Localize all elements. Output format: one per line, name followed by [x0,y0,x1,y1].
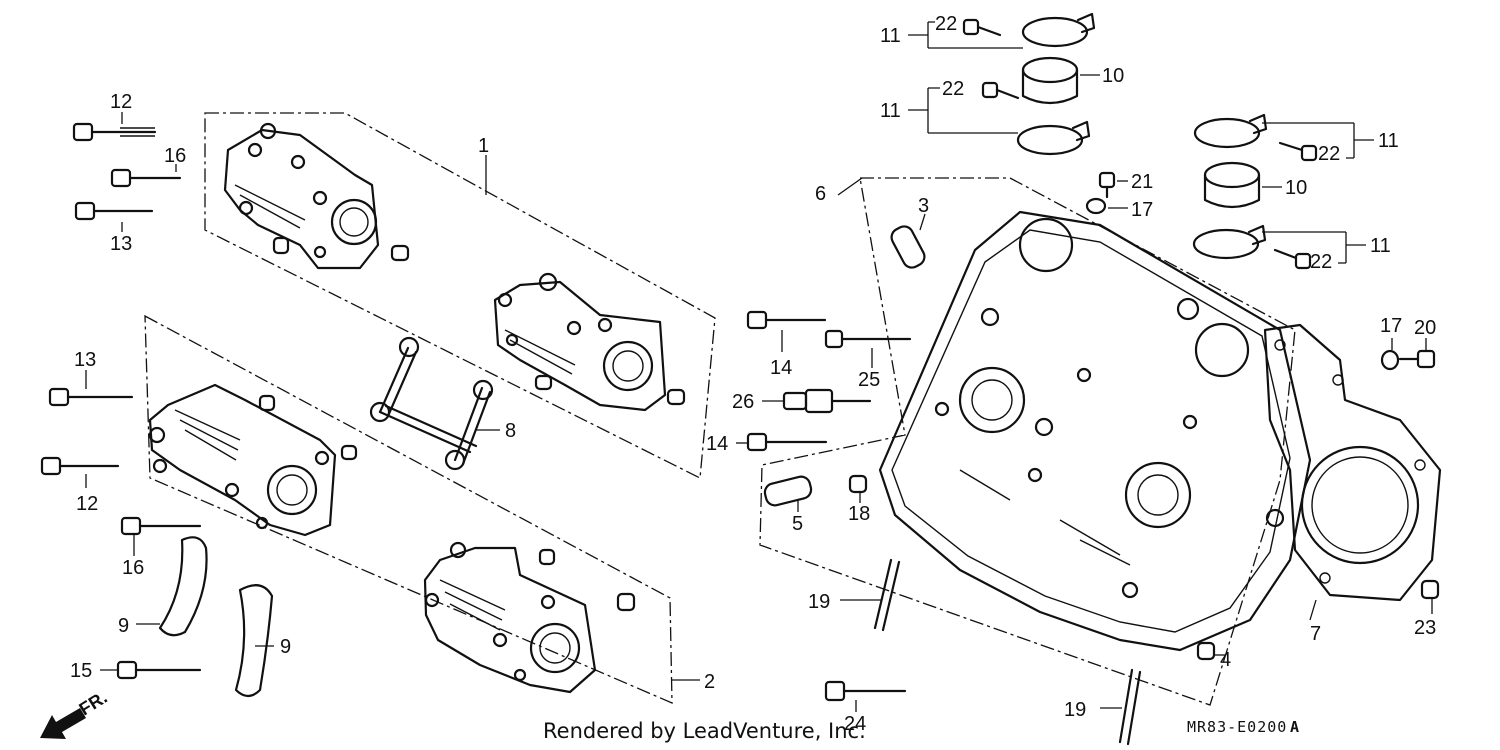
bolt-13-lower [48,387,134,407]
dowel-pin-right-a [534,374,553,391]
callout-8: 8 [505,420,516,442]
callout-7: 7 [1310,623,1321,645]
dowel-pin-right-b [666,388,686,406]
callout-12b: 12 [76,493,98,515]
callout-14b: 14 [706,433,728,455]
clamp-band-mid [1016,120,1091,156]
stud-19-lower [1118,668,1142,746]
rocker-link [369,336,500,471]
bolt-12-upper [72,122,157,142]
callout-14a: 14 [770,357,792,379]
callout-9b: 9 [280,636,291,658]
bolt-21 [1098,171,1116,199]
screw-22-a [962,18,1002,37]
callout-9a: 9 [118,615,129,637]
credit-text: Rendered by LeadVenture, Inc. [543,719,866,743]
diagram-code-suffix: A [1290,718,1300,736]
callout-13a: 13 [110,233,132,255]
dowel-pin-lower-d [616,592,636,612]
insulator-10-top [1021,56,1079,105]
dowel-pin-lower-b [340,444,358,461]
callout-26: 26 [732,391,754,413]
callout-1: 1 [478,135,489,157]
bolt-24 [824,680,907,702]
plate-9b [234,584,274,698]
callout-17b: 17 [1380,315,1402,337]
clamp-band-right-top [1193,113,1268,149]
plate-9a [158,536,208,637]
group-2-frame [144,314,673,704]
bolt-14-lower [746,432,828,452]
callout-11c: 11 [1378,130,1399,152]
callout-22d: 22 [1310,251,1332,273]
callout-22c: 22 [1318,143,1340,165]
callout-19a: 19 [808,591,830,613]
screw-22-c [1278,141,1318,162]
callout-11d: 11 [1370,235,1391,257]
callout-20: 20 [1414,317,1436,339]
bolt-13-upper [74,201,154,221]
washer-17-right [1380,349,1400,371]
diagram-code: MR83-E0200 [1187,718,1287,736]
dowel-pin-lower-c [538,548,556,566]
screw-22-b [981,81,1020,100]
callout-11a: 11 [880,25,901,47]
rocker-carrier-upper-right [493,272,686,412]
dowel-23 [1420,579,1440,600]
callout-10b: 10 [1285,177,1307,199]
callout-11b: 11 [880,100,901,122]
bolt-15 [116,660,202,680]
washer-17-top [1085,197,1107,215]
rocker-carrier-lower-left [148,383,358,537]
callout-10a: 10 [1102,65,1124,87]
head-gasket [1263,323,1442,602]
callout-16a: 16 [164,145,186,167]
dowel-pin-upper-left [272,236,290,255]
callout-25: 25 [858,369,880,391]
callout-15: 15 [70,660,92,682]
bolt-25 [824,329,912,349]
callout-22a: 22 [935,13,957,35]
callout-12a: 12 [110,91,132,113]
callout-21: 21 [1131,171,1153,193]
callout-22b: 22 [942,78,964,100]
bolt-12-lower [40,456,120,476]
callout-5: 5 [792,513,803,535]
bolt-16-upper [110,168,182,188]
callout-6: 6 [815,183,826,205]
bolt-14-upper [746,310,827,330]
clamp-band-right-bottom [1192,224,1267,260]
screw-22-d [1273,248,1312,270]
callout-23: 23 [1414,617,1436,639]
dowel-pin-lower-a [258,394,276,412]
callout-19b: 19 [1064,699,1086,721]
callout-24: 24 [844,713,866,735]
leader-lines [85,21,1433,712]
bolt-20 [1398,349,1436,369]
sleeve-5 [763,475,813,507]
callout-18: 18 [848,503,870,525]
dowel-18 [848,474,868,494]
callout-3: 3 [918,195,929,217]
clamp-band-top [1021,12,1096,48]
sleeve-3 [890,225,926,269]
dowel-4 [1196,641,1216,661]
group-1-frame [204,112,716,480]
front-direction-arrow: FR. [40,687,111,739]
callout-16b: 16 [122,557,144,579]
spark-plug-26 [782,388,872,414]
callout-4: 4 [1220,649,1231,671]
rocker-carrier-upper-left [223,122,410,270]
callout-labels: 1 2 3 4 5 6 7 8 9 9 10 10 11 11 11 11 12… [70,13,1436,735]
rocker-carrier-lower-right [423,541,636,694]
callout-13b: 13 [74,349,96,371]
callout-17a: 17 [1131,199,1153,221]
callout-2: 2 [704,671,715,693]
cylinder-head [878,210,1312,652]
bolt-16-lower [120,516,202,536]
stud-19-upper [873,558,901,632]
dowel-pin-upper-right [390,244,410,262]
insulator-10-right [1203,161,1261,209]
